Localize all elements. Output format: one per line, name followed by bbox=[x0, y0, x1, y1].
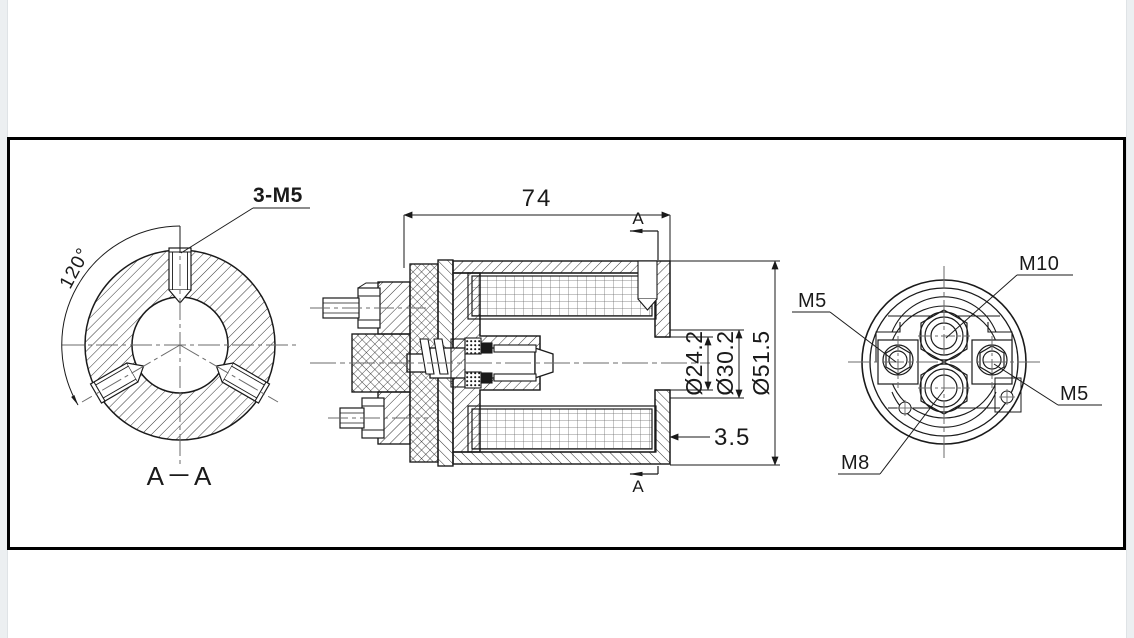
dimension-shoulder-diameter bbox=[670, 329, 744, 399]
label-m5-right: M5 bbox=[1060, 383, 1089, 405]
label-m10: M10 bbox=[1019, 253, 1059, 275]
cad-canvas: 120° 3-M5 A－A bbox=[56, 184, 1102, 496]
view-main-section: 74 A A Ø24.2 bbox=[310, 185, 780, 496]
label-m5-left: M5 bbox=[798, 290, 827, 312]
dimension-overall-length-value: 74 bbox=[522, 185, 553, 212]
dimension-outer-diameter-value: Ø51.5 bbox=[748, 330, 774, 395]
callout-3m5-label: 3-M5 bbox=[253, 184, 303, 207]
leader-m5-left bbox=[792, 311, 897, 363]
leader-m10 bbox=[945, 274, 1073, 339]
section-mark-bottom-letter: A bbox=[632, 477, 644, 496]
angle-dimension-120 bbox=[61, 225, 181, 406]
dimension-bore-diameter-value: Ø24.2 bbox=[681, 330, 707, 395]
section-mark-top-letter: A bbox=[632, 209, 644, 228]
leader-m8 bbox=[838, 389, 945, 475]
drawing-sheet-border: 120° 3-M5 A－A bbox=[7, 137, 1126, 550]
internal-passages bbox=[419, 338, 449, 375]
section-mark-bottom bbox=[629, 466, 659, 477]
angle-dimension-label: 120° bbox=[56, 244, 95, 292]
dowel-holes bbox=[897, 377, 1022, 416]
callout-3m5-leader bbox=[180, 207, 310, 254]
section-center-lines bbox=[62, 230, 298, 465]
view-front-end: M10 M5 M5 M8 bbox=[792, 253, 1102, 475]
dimension-shoulder-diameter-value: Ø30.2 bbox=[712, 330, 738, 395]
section-mark-top bbox=[629, 228, 659, 260]
dimension-step-width-value: 3.5 bbox=[714, 424, 750, 451]
housing-tapped-hole bbox=[637, 260, 658, 311]
housing-bore-opening bbox=[655, 336, 670, 391]
dimension-step-width bbox=[669, 398, 710, 441]
dimension-overall-length bbox=[403, 211, 671, 268]
leader-m5-right bbox=[993, 363, 1102, 406]
coil-pack-lower bbox=[467, 405, 657, 453]
page-gutter-right bbox=[1126, 0, 1134, 638]
dimension-outer-diameter bbox=[670, 260, 780, 466]
view-section-aa: 120° 3-M5 A－A bbox=[56, 184, 310, 491]
coil-pack-upper bbox=[467, 272, 657, 320]
dimension-bore-diameter bbox=[670, 336, 713, 391]
label-m8: M8 bbox=[841, 452, 870, 474]
front-center-lines bbox=[848, 266, 1042, 460]
view-title-section-aa: A－A bbox=[147, 461, 214, 491]
